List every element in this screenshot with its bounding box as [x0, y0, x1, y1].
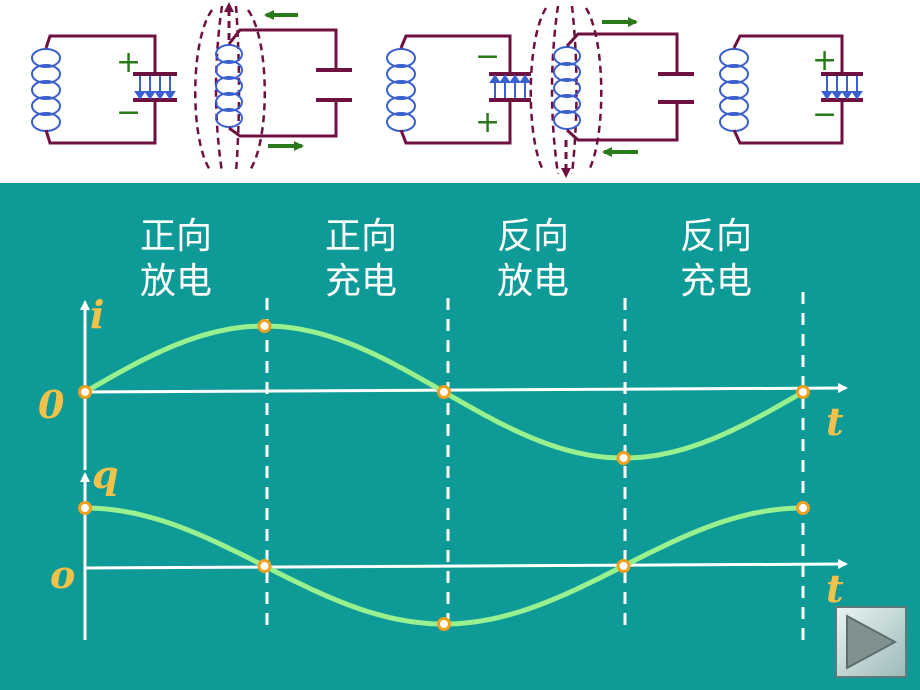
current-x-label: t: [826, 399, 844, 444]
phase-2-line-1: 正向: [325, 216, 397, 257]
bottom-plate-sign: −: [812, 97, 837, 132]
next-slide-button[interactable]: [835, 606, 907, 678]
field-lines: [529, 5, 603, 175]
current-x-axis: [84, 383, 848, 394]
current-marker-3: [616, 451, 631, 465]
coil: [215, 44, 243, 128]
phase-2-line-2: 充电: [325, 261, 397, 302]
coil: [31, 48, 61, 132]
bottom-plate-sign: +: [475, 105, 500, 140]
charge-axes: [80, 472, 848, 640]
charge-marker-1: [257, 559, 272, 573]
charge-origin-label: o: [50, 552, 75, 597]
coil: [553, 46, 581, 130]
graph-panel: [0, 183, 920, 690]
circuit-5: + −: [719, 34, 863, 145]
phase-3-line-1: 反向: [497, 216, 569, 257]
charge-marker-3: [616, 559, 631, 573]
circuit-2: [194, 2, 352, 173]
charge-marker-0: [78, 501, 92, 515]
bottom-plate-sign: −: [116, 95, 141, 130]
phase-1-line-2: 放电: [140, 261, 212, 302]
current-marker-0: [78, 385, 92, 399]
current-axes: [80, 300, 848, 470]
wire: [399, 34, 512, 145]
top-plate-sign: −: [475, 39, 500, 74]
phase-4-line-1: 反向: [680, 216, 752, 257]
charge-marker-2: [437, 617, 451, 631]
e-field-arrows: [489, 74, 531, 98]
phase-1-line-1: 正向: [140, 216, 212, 257]
coil: [719, 48, 749, 132]
phase-3-line-2: 放电: [497, 261, 569, 302]
circuit-4: [529, 5, 694, 178]
top-plate-sign: +: [812, 43, 837, 78]
charge-x-label: t: [826, 566, 844, 611]
coil: [386, 48, 416, 132]
phase-4-line-2: 充电: [680, 261, 752, 302]
circuit-1: + −: [31, 34, 177, 145]
top-plate-sign: +: [116, 45, 141, 80]
charge-y-label: q: [92, 452, 119, 497]
charge-marker-4: [796, 501, 810, 515]
current-marker-2: [437, 385, 451, 399]
charge-x-axis: [84, 559, 848, 570]
key-point-markers: [78, 319, 810, 631]
wire: [565, 32, 679, 142]
e-field-arrows: [134, 76, 176, 100]
current-origin-label: 0: [38, 382, 65, 427]
current-marker-1: [257, 319, 272, 333]
e-field-arrows: [821, 76, 863, 100]
wire: [227, 28, 338, 138]
wire: [732, 34, 844, 145]
circuit-3: − +: [386, 34, 531, 145]
quarter-period-dividers: [265, 292, 805, 642]
play-icon: [846, 614, 898, 670]
current-y-label: i: [90, 292, 104, 337]
current-marker-4: [796, 385, 810, 399]
wire: [44, 34, 157, 145]
